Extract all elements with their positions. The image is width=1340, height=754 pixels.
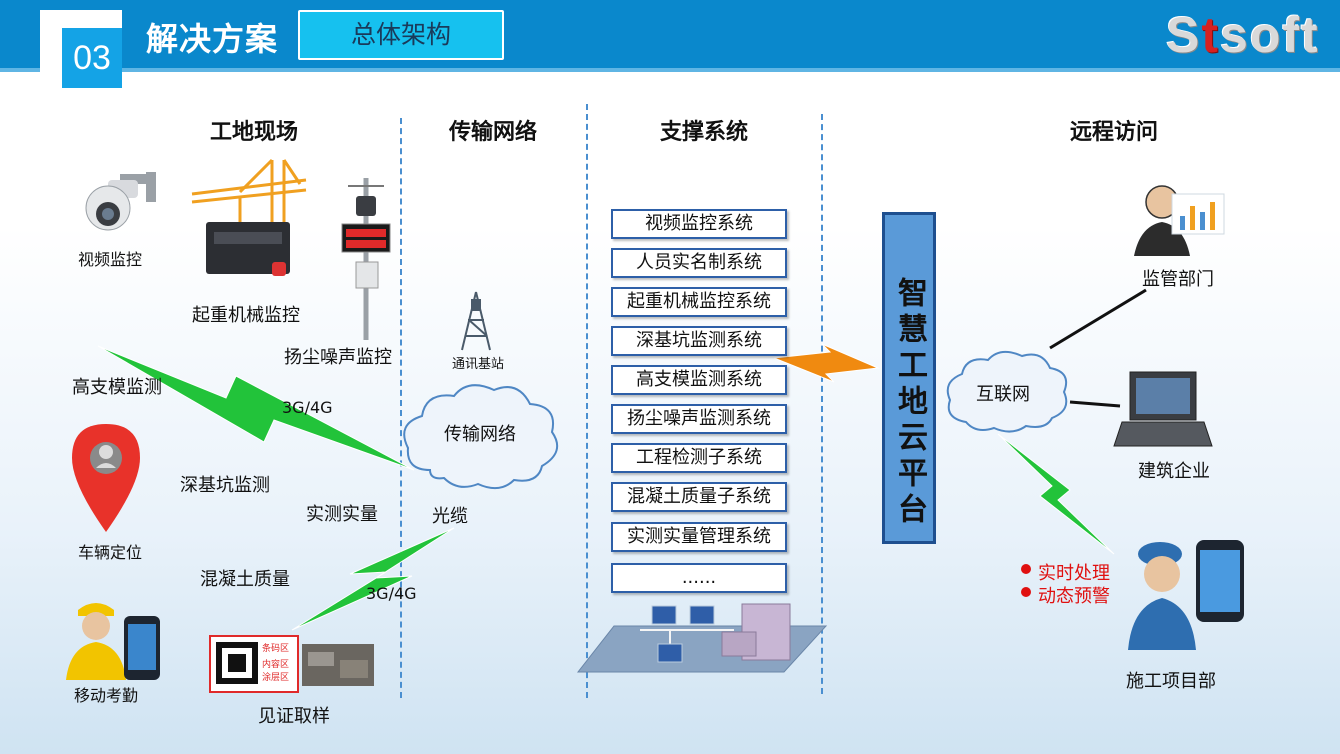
sample-tag-barcode: 条码区 (262, 644, 290, 654)
divider-1 (400, 118, 402, 698)
header-bar (0, 0, 1340, 70)
system-item: 实测实量管理系统 (611, 522, 787, 552)
logo-prefix: S (1166, 7, 1202, 63)
label-network-3g-bottom: 3G/4G (366, 584, 417, 603)
wireless-bolt-remote (997, 433, 1115, 555)
label-dust-monitoring: 扬尘噪声监控 (284, 347, 392, 368)
sample-photo-icon (302, 644, 374, 686)
system-item: 视频监控系统 (611, 209, 787, 239)
label-witness-sampling: 见证取样 (258, 706, 330, 727)
column-heading-remote: 远程访问 (1070, 120, 1159, 145)
server-monitor-icon (721, 631, 757, 657)
label-formwork-monitoring: 高支模监测 (72, 377, 162, 398)
label-attendance: 移动考勤 (74, 686, 139, 705)
feature-bullet-1 (1021, 564, 1031, 574)
transport-cloud (403, 384, 559, 490)
system-item: 混凝土质量子系统 (611, 482, 787, 512)
system-item: 深基坑监测系统 (611, 326, 787, 356)
internet-cloud (946, 350, 1068, 433)
column-heading-support: 支撑系统 (660, 120, 749, 145)
system-item: 起重机械监控系统 (611, 287, 787, 317)
dust-monitor-icon (341, 178, 391, 340)
feature-realtime: 实时处理 (1038, 563, 1110, 584)
feature-alert: 动态预警 (1038, 586, 1110, 607)
tower-icon (461, 291, 491, 351)
label-measurement: 实测实量 (306, 504, 378, 525)
label-vehicle-location: 车辆定位 (78, 543, 143, 562)
logo-accent: t (1201, 7, 1221, 63)
system-item: 工程检测子系统 (611, 443, 787, 473)
system-item: 扬尘噪声监测系统 (611, 404, 787, 434)
system-item-more: ...... (611, 563, 787, 593)
supervisor-avatar-icon (1134, 185, 1225, 256)
attendance-worker-icon (66, 603, 160, 680)
link-supervisor (1049, 288, 1147, 350)
laptop-icon (1113, 371, 1213, 447)
label-crane-monitoring: 起重机械监控 (192, 305, 300, 326)
label-supervisor: 监管部门 (1142, 269, 1214, 290)
label-network-3g-top: 3G/4G (282, 398, 333, 417)
label-pit-monitoring: 深基坑监测 (180, 475, 270, 496)
subtitle-button[interactable]: 总体架构 (298, 10, 504, 60)
label-video-monitoring: 视频监控 (78, 250, 143, 269)
qr-sample-icon (209, 635, 299, 693)
divider-2 (586, 104, 588, 698)
label-transport-cloud: 传输网络 (444, 424, 516, 445)
crane-alarm-icon (272, 262, 286, 276)
worker-avatar-icon (1128, 540, 1244, 650)
label-tower: 通讯基站 (452, 357, 505, 372)
wireless-bolt-bottom (291, 527, 455, 631)
section-number: 03 (62, 28, 122, 88)
divider-3 (821, 114, 823, 694)
system-item: 人员实名制系统 (611, 248, 787, 278)
location-pin-icon (72, 424, 140, 532)
crane-controller-port (214, 232, 282, 244)
link-bolt-platform (773, 343, 880, 383)
pc-icon-1 (651, 605, 677, 625)
link-company (1069, 400, 1121, 408)
label-internet: 互联网 (976, 384, 1030, 405)
column-heading-transport: 传输网络 (449, 120, 538, 145)
wireless-bolt-top (97, 345, 415, 471)
camera-icon (85, 172, 156, 231)
brand-logo: Stsoft (1166, 6, 1320, 64)
system-item: 高支模监测系统 (611, 365, 787, 395)
label-fiber: 光缆 (432, 506, 468, 527)
pc-icon-2 (689, 605, 715, 625)
logo-suffix: soft (1220, 7, 1320, 63)
column-heading-site: 工地现场 (210, 120, 299, 145)
feature-bullet-2 (1021, 587, 1031, 597)
pc-icon-3 (657, 643, 683, 663)
label-concrete-quality: 混凝土质量 (200, 569, 290, 590)
header-strip (0, 68, 1340, 72)
cloud-platform: 智慧工地云平台 (882, 212, 936, 544)
crane-icon (191, 158, 307, 264)
section-title: 解决方案 (146, 20, 279, 58)
label-company: 建筑企业 (1138, 461, 1210, 482)
label-project: 施工项目部 (1126, 671, 1216, 692)
sample-tag-coating: 涂层区 (262, 673, 290, 683)
sample-tag-content: 内容区 (262, 660, 290, 670)
